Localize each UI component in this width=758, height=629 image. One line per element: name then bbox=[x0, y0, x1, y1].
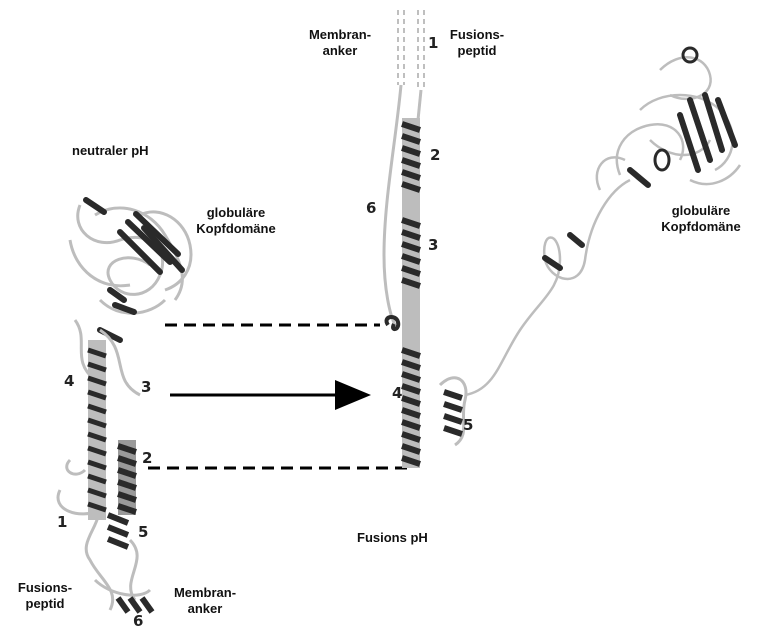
small-curl bbox=[387, 317, 399, 329]
right-head-helix bbox=[655, 150, 669, 170]
neutral-ph-label: neutraler pH bbox=[72, 143, 149, 159]
left-helix-2 bbox=[118, 440, 136, 515]
membrananker-bottom-label: Membran- anker bbox=[165, 585, 245, 617]
right-head-coil bbox=[683, 48, 697, 62]
strand-top bbox=[418, 90, 421, 120]
right-number-2: 2 bbox=[430, 146, 440, 164]
fusion-ph-label: Fusions pH bbox=[357, 530, 428, 546]
right-head-domain-line2: Kopfdomäne bbox=[645, 219, 757, 235]
left-number-3: 3 bbox=[141, 378, 151, 396]
left-helix-long bbox=[88, 340, 106, 520]
linker-strand bbox=[465, 180, 630, 395]
membrananker-top-label: Membran- anker bbox=[300, 27, 380, 59]
central-helix bbox=[402, 118, 420, 468]
right-number-4: 4 bbox=[392, 384, 402, 402]
left-number-1: 1 bbox=[57, 513, 67, 531]
left-head-domain-line1: globuläre bbox=[186, 205, 286, 221]
membrananker-top-line1: Membran- bbox=[300, 27, 380, 43]
right-number-3: 3 bbox=[428, 236, 438, 254]
membrananker-bottom-line1: Membran- bbox=[165, 585, 245, 601]
right-head-domain-label: globuläre Kopfdomäne bbox=[645, 203, 757, 235]
left-number-5: 5 bbox=[138, 523, 148, 541]
membrananker-top-line2: anker bbox=[300, 43, 380, 59]
left-head-domain-line2: Kopfdomäne bbox=[186, 221, 286, 237]
left-number-4: 4 bbox=[64, 372, 74, 390]
membrananker-bottom-line2: anker bbox=[165, 601, 245, 617]
neutral-ph-structure bbox=[58, 200, 191, 612]
strand-6 bbox=[384, 85, 401, 325]
fusionspeptid-bottom-label: Fusions- peptid bbox=[10, 580, 80, 612]
left-helix-6 bbox=[118, 598, 152, 612]
left-number-6: 6 bbox=[133, 612, 143, 629]
left-number-2: 2 bbox=[142, 449, 152, 467]
right-head-domain-line1: globuläre bbox=[645, 203, 757, 219]
top-dashed-threads bbox=[398, 10, 424, 90]
right-helix-5 bbox=[440, 378, 466, 445]
fusionspeptid-top-label: Fusions- peptid bbox=[442, 27, 512, 59]
right-number-1: 1 bbox=[428, 34, 438, 52]
fusionspeptid-top-line1: Fusions- bbox=[442, 27, 512, 43]
fusionspeptid-bottom-line1: Fusions- bbox=[10, 580, 80, 596]
left-helix-5 bbox=[108, 515, 128, 547]
right-number-6: 6 bbox=[366, 199, 376, 217]
fusionspeptid-top-line2: peptid bbox=[442, 43, 512, 59]
right-beta-sheets bbox=[545, 95, 735, 268]
left-head-domain-label: globuläre Kopfdomäne bbox=[186, 205, 286, 237]
left-beta-sheets bbox=[86, 200, 182, 340]
right-number-5: 5 bbox=[463, 416, 473, 434]
right-globular-head bbox=[597, 57, 740, 190]
fusionspeptid-bottom-line2: peptid bbox=[10, 596, 80, 612]
